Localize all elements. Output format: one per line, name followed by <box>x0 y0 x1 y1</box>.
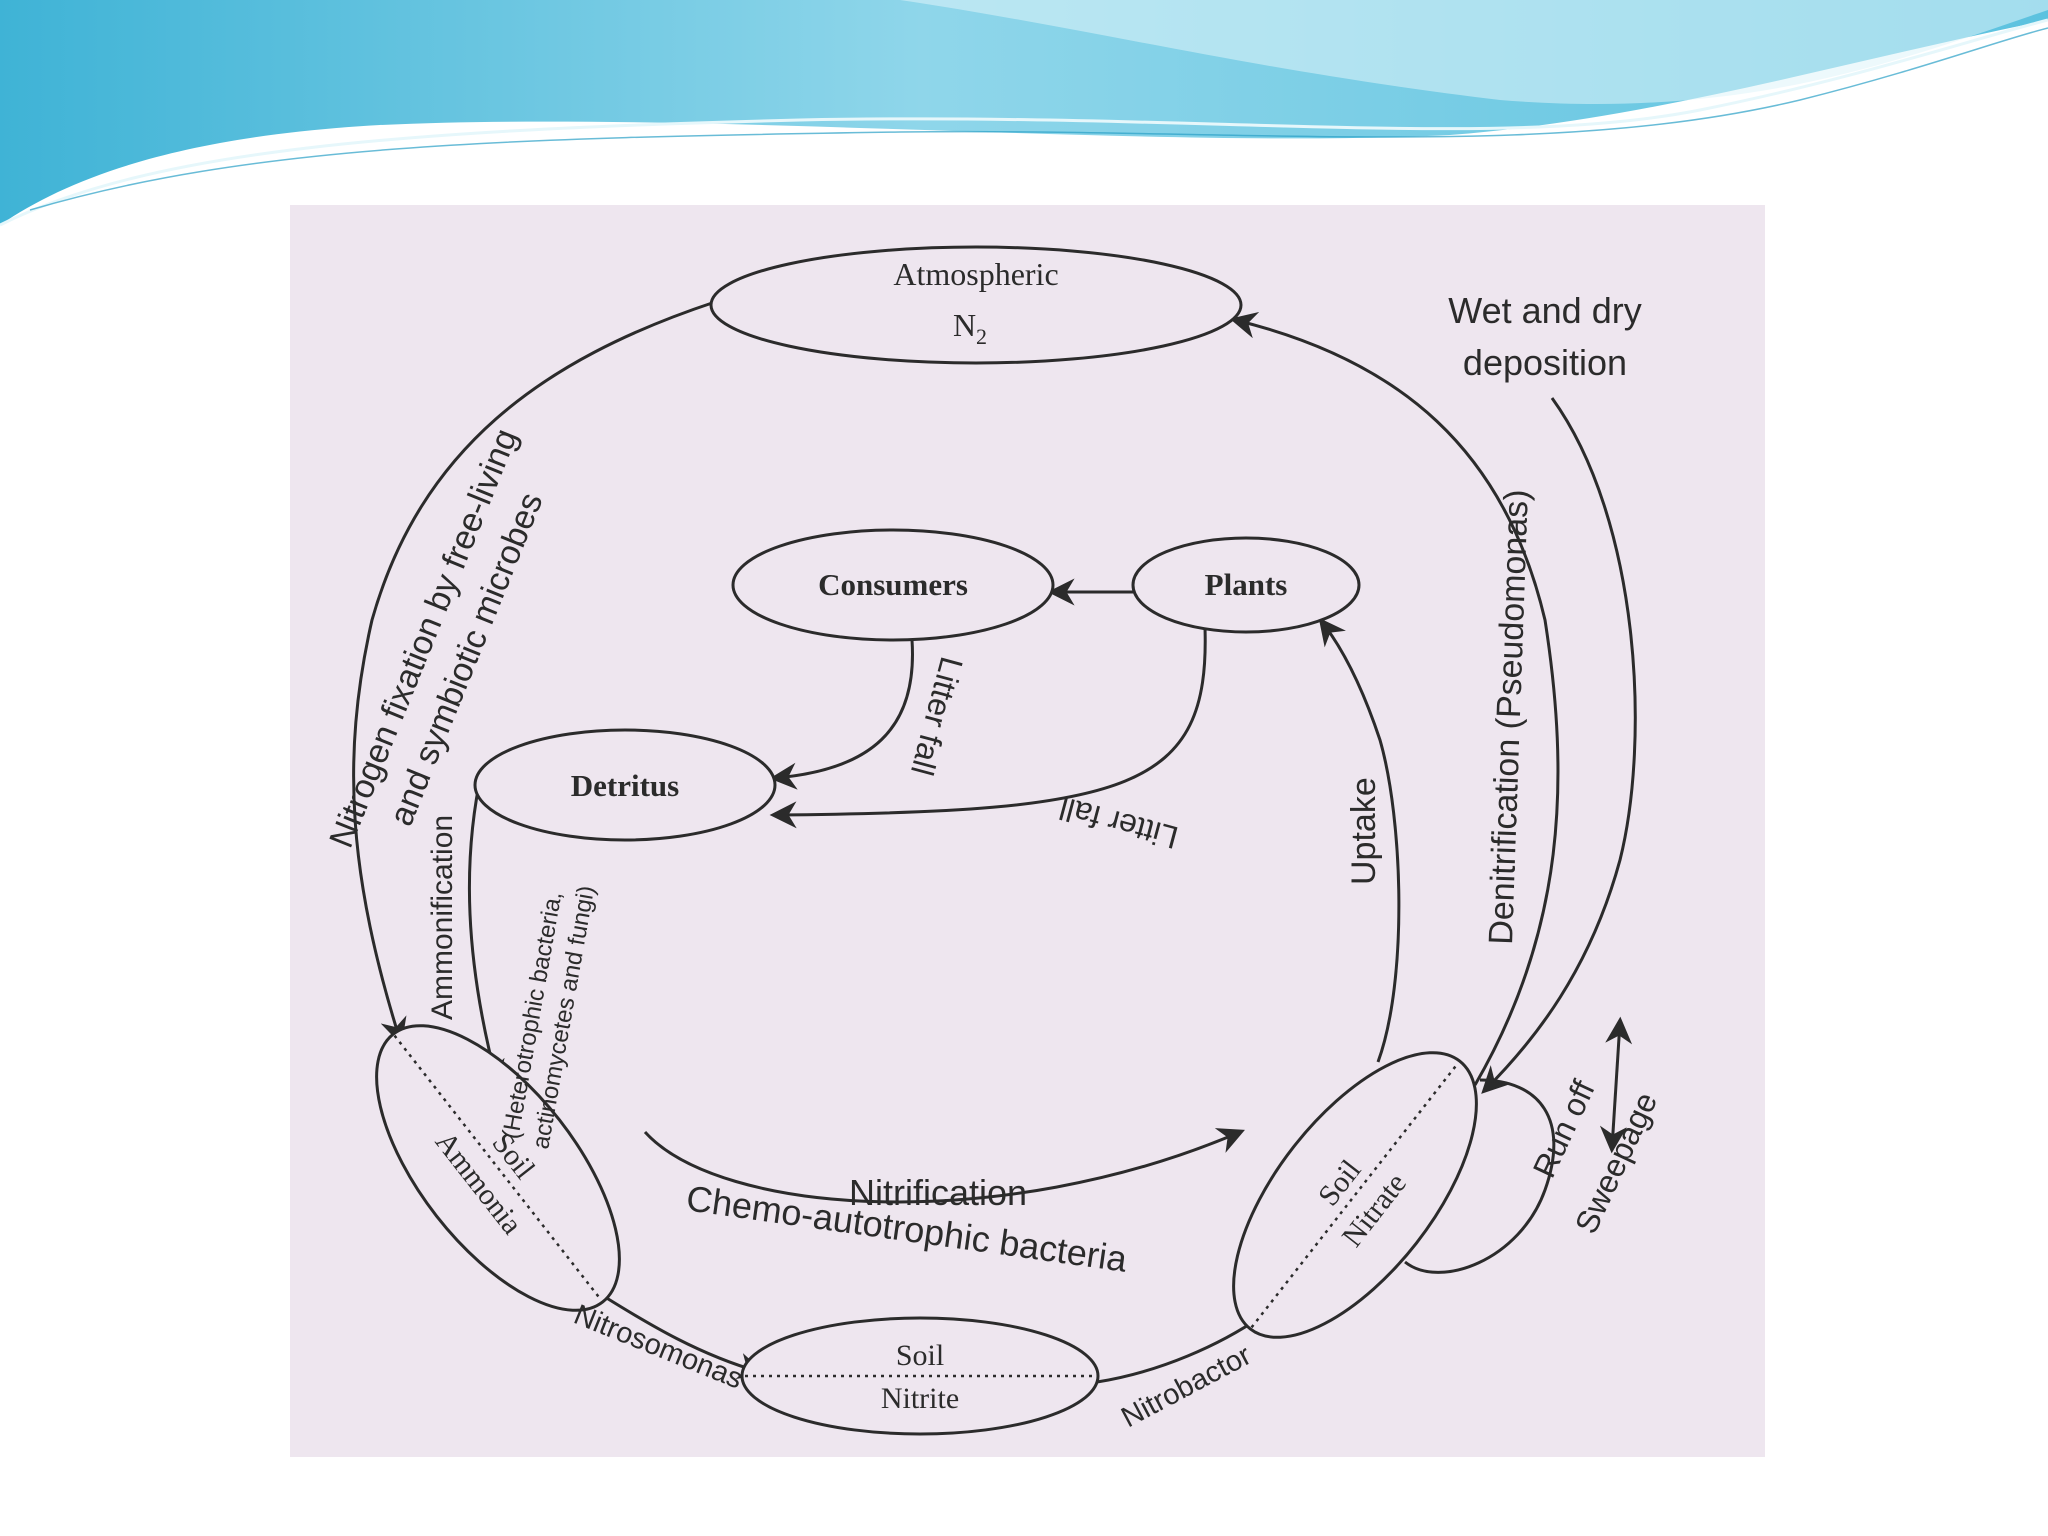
detritus-label: Detritus <box>571 768 679 803</box>
edge-ammonification <box>467 769 505 1088</box>
label-wet-dry-2: deposition <box>1463 342 1627 383</box>
edge-deposition <box>1481 397 1637 1094</box>
label-nitrification: Nitrification <box>849 1172 1027 1213</box>
node-soil-nitrate: Soil Nitrate <box>1232 1051 1478 1339</box>
node-plants: Plants <box>1131 536 1361 634</box>
node-soil-ammonia: Soil Ammonia <box>375 1024 621 1312</box>
edge-fixation <box>352 300 716 1046</box>
edge-nitrification <box>643 1128 1245 1204</box>
atmospheric-n: N <box>953 307 976 343</box>
node-detritus: Detritus <box>473 728 777 842</box>
consumers-label: Consumers <box>818 567 968 602</box>
atmospheric-label: Atmospheric <box>893 256 1058 292</box>
edge-uptake <box>1318 617 1401 1063</box>
soil-nitrite-bottom: Nitrite <box>881 1382 959 1415</box>
soil-nitrite-top: Soil <box>896 1339 944 1372</box>
label-wet-dry-1: Wet and dry <box>1448 290 1641 331</box>
atmospheric-subscript: 2 <box>976 324 987 349</box>
edge-runoff-loop <box>1404 1078 1556 1274</box>
top-banner <box>0 0 2048 227</box>
edge-plants-detritus <box>769 627 1207 829</box>
label-uptake: Uptake <box>1345 777 1383 885</box>
node-consumers: Consumers <box>731 528 1055 642</box>
edge-runoff-arrow <box>1599 1016 1633 1154</box>
edge-denitrification <box>1229 311 1560 1086</box>
plants-label: Plants <box>1205 567 1288 602</box>
edge-nitrosomonas <box>604 1295 766 1380</box>
node-atmospheric: Atmospheric N2 <box>709 245 1243 365</box>
atmospheric-formula: N2 <box>953 307 987 349</box>
label-ammonification: Ammonification <box>426 815 459 1020</box>
edge-consumers-detritus <box>769 639 914 790</box>
node-soil-nitrite: Soil Nitrite <box>740 1316 1100 1436</box>
